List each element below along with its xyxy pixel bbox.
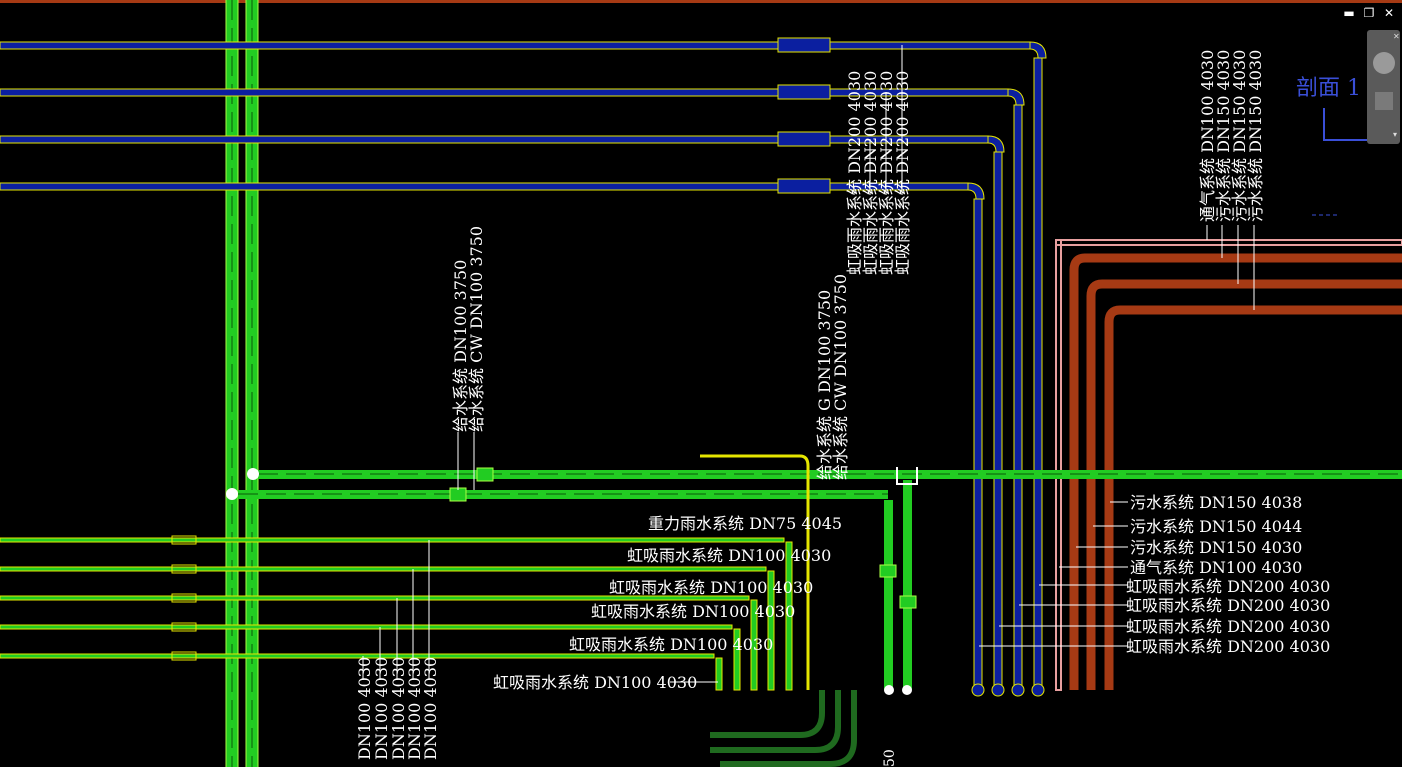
left-supply-risers[interactable]	[225, 0, 259, 767]
label-right-5: 虹吸雨水系统 DN200 4030	[1126, 577, 1330, 596]
label-supply-a-2: 给水系统 CW DN100 3750	[467, 226, 486, 432]
label-right-6: 虹吸雨水系统 DN200 4030	[1126, 596, 1330, 615]
label-right-top-2: 污水系统 DN150 4030	[1214, 50, 1233, 222]
label-bottom-2: DN100 4030	[372, 657, 391, 760]
label-bottom-5: DN100 4030	[421, 657, 440, 760]
label-top-2: 虹吸雨水系统 DN200 4030	[861, 71, 880, 275]
label-bottom-3: DN100 4030	[389, 657, 408, 760]
label-right-2: 污水系统 DN150 4044	[1130, 517, 1302, 536]
label-right-top-3: 污水系统 DN150 4030	[1230, 50, 1249, 222]
valve-icon	[226, 488, 238, 500]
label-rain-3: 虹吸雨水系统 DN100 4030	[609, 578, 813, 597]
navigation-bar: ✕ ▾	[1367, 30, 1400, 144]
navbar-menu-icon[interactable]: ▾	[1393, 130, 1398, 139]
label-right-1: 污水系统 DN150 4038	[1130, 493, 1302, 512]
rain-branch-3	[0, 593, 758, 691]
rain-branch-1	[0, 535, 793, 691]
vent-pipe[interactable]	[1055, 239, 1402, 691]
steering-wheel-icon[interactable]	[1373, 52, 1395, 74]
rain-pipe-2	[0, 84, 1025, 691]
right-list-labels: 污水系统 DN150 4038 污水系统 DN150 4044 污水系统 DN1…	[1126, 493, 1330, 656]
bottom-vertical-labels: DN100 4030 DN100 4030 DN100 4030 DN100 4…	[355, 657, 898, 767]
label-right-3: 污水系统 DN150 4030	[1130, 538, 1302, 557]
label-rain-2: 虹吸雨水系统 DN100 4030	[627, 546, 831, 565]
label-bottom-1: DN100 4030	[355, 657, 374, 760]
minimize-button[interactable]: ▬	[1343, 6, 1355, 20]
rain-branch-4	[0, 622, 741, 691]
lower-drain-pipes[interactable]	[710, 690, 857, 767]
label-rain-4: 虹吸雨水系统 DN100 4030	[591, 602, 795, 621]
label-top-3: 虹吸雨水系统 DN200 4030	[877, 71, 896, 275]
label-bottom-fragment: 50	[882, 749, 898, 767]
top-vertical-labels: 虹吸雨水系统 DN200 4030 虹吸雨水系统 DN200 4030 虹吸雨水…	[845, 71, 912, 275]
label-right-top-1: 通气系统 DN100 4030	[1198, 50, 1217, 222]
supply-labels-b: 给水系统 G DN100 3750 给水系统 CW DN100 3750	[815, 274, 850, 480]
window-controls: ▬ ❐ ✕	[1342, 6, 1396, 20]
horizontal-supply-pipes[interactable]	[226, 432, 1402, 695]
pan-icon[interactable]	[1375, 92, 1393, 110]
label-rain-6: 虹吸雨水系统 DN100 4030	[493, 673, 697, 692]
label-rain-5: 虹吸雨水系统 DN100 4030	[569, 635, 773, 654]
label-supply-b-2: 给水系统 CW DN100 3750	[831, 274, 850, 480]
rain-branch-2	[0, 564, 775, 691]
restore-button[interactable]: ❐	[1363, 6, 1375, 20]
supply-labels-a: 给水系统 DN100 3750 给水系统 CW DN100 3750	[451, 226, 486, 432]
label-top-1: 虹吸雨水系统 DN200 4030	[845, 71, 864, 275]
label-right-7: 虹吸雨水系统 DN200 4030	[1126, 617, 1330, 636]
valve-icon	[247, 468, 259, 480]
sewage-pipes[interactable]	[1069, 253, 1402, 690]
section-marker[interactable]	[1312, 108, 1370, 216]
label-right-4: 通气系统 DN100 4030	[1130, 558, 1302, 577]
view-label[interactable]: 剖面 1	[1296, 76, 1361, 101]
navbar-close-button[interactable]: ✕	[1393, 32, 1400, 41]
label-rain-1: 重力雨水系统 DN75 4045	[648, 514, 842, 533]
top-rain-pipes[interactable]	[0, 37, 1047, 697]
label-top-4: 虹吸雨水系统 DN200 4030	[893, 71, 912, 275]
rain-branch-5	[0, 651, 723, 691]
close-button[interactable]: ✕	[1383, 6, 1395, 20]
drawing-top-border	[0, 0, 1402, 3]
left-rain-branches[interactable]	[0, 535, 793, 691]
right-top-labels: 通气系统 DN100 4030 污水系统 DN150 4030 污水系统 DN1…	[1198, 50, 1265, 222]
label-supply-b-1: 给水系统 G DN100 3750	[815, 290, 834, 480]
label-right-8: 虹吸雨水系统 DN200 4030	[1126, 637, 1330, 656]
label-supply-a-1: 给水系统 DN100 3750	[451, 260, 470, 432]
rain-left-labels: 重力雨水系统 DN75 4045 虹吸雨水系统 DN100 4030 虹吸雨水系…	[493, 514, 842, 692]
label-bottom-4: DN100 4030	[405, 657, 424, 760]
right-leaders	[979, 225, 1255, 647]
label-right-top-4: 污水系统 DN150 4030	[1246, 50, 1265, 222]
